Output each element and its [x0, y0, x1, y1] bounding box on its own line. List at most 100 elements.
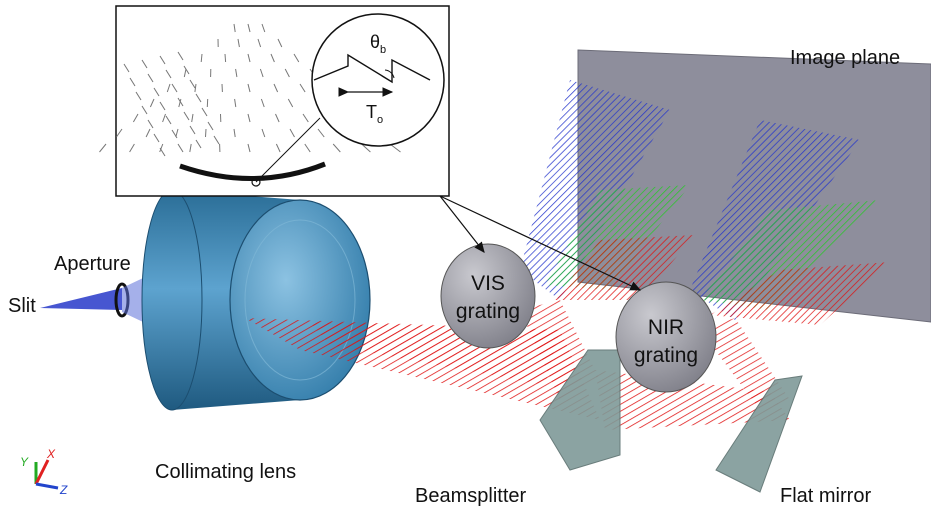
- inset-ray-dash: [171, 83, 178, 93]
- inset-ray-dash: [159, 101, 166, 111]
- inset-ray-dash: [234, 98, 237, 108]
- inset-ray-dash: [183, 68, 187, 78]
- inset-ray-dash: [147, 119, 154, 129]
- inset-ray-dash: [247, 113, 251, 123]
- nir-grating: NIR grating: [615, 281, 717, 393]
- inset-ray-dash: [277, 38, 283, 48]
- inset-ray-dash: [166, 83, 171, 93]
- flat-mirror-label: Flat mirror: [780, 485, 872, 507]
- inset-ray-dash: [213, 135, 220, 145]
- blaze-angle-label: θb: [370, 32, 386, 56]
- inset-ray-dash: [275, 113, 280, 123]
- beamsplitter: [539, 349, 621, 471]
- inset-ray-dash: [183, 65, 190, 75]
- inset-ray-dash: [132, 113, 139, 123]
- aperture-label: Aperture: [54, 253, 131, 275]
- inset-ray-dash: [141, 59, 148, 69]
- inset-ray-dash: [200, 53, 203, 63]
- inset-ray-dash: [247, 23, 251, 33]
- inset-ray-dash: [153, 87, 160, 97]
- inset-ray-dash: [175, 128, 179, 138]
- inset-ray-fan: [99, 23, 401, 157]
- inset-ray-dash: [195, 93, 202, 103]
- inset-ray-dash: [270, 53, 275, 63]
- inset-ray-dash: [233, 23, 236, 33]
- inset-ray-dash: [194, 83, 197, 93]
- inset-ray-dash: [149, 98, 155, 108]
- inset-ray-dash: [177, 51, 184, 61]
- inset-arrow-vis: [439, 195, 485, 253]
- inset-ray-dash: [178, 98, 182, 108]
- beamsplitter-label: Beamsplitter: [415, 485, 527, 507]
- inset-ray-dash: [224, 53, 227, 63]
- inset-ray-dash: [145, 128, 151, 138]
- inset-ray-dash: [207, 121, 214, 131]
- vis-diffracted-fan: [520, 80, 695, 300]
- slit-label: Slit: [8, 295, 36, 317]
- grating-inset: θb To: [99, 5, 450, 197]
- inset-ray-dash: [259, 68, 264, 78]
- inset-ray-dash: [287, 98, 294, 108]
- inset-ray-dash: [147, 73, 154, 83]
- inset-ray-dash: [177, 143, 184, 153]
- nir-beam-up: [700, 318, 790, 410]
- inset-ray-dash: [235, 68, 238, 78]
- inset-ray-dash: [129, 143, 135, 153]
- inset-ray-dash: [389, 143, 401, 153]
- inset-magnify-point: [251, 177, 261, 187]
- axis-y-label: Y: [20, 455, 29, 469]
- inset-ray-dash: [299, 83, 306, 93]
- slit-beam: [40, 288, 122, 310]
- inset-ray-dash: [171, 129, 178, 139]
- inset-magnifier: [311, 13, 445, 147]
- axis-z-label: Z: [59, 483, 68, 497]
- inset-ray-dash: [361, 143, 371, 153]
- inset-ray-dash: [159, 147, 166, 157]
- collimating-lens: [141, 189, 371, 411]
- inset-ray-dash: [332, 143, 341, 153]
- flat-mirror: [715, 375, 803, 493]
- inset-ray-dash: [189, 125, 196, 135]
- inset-ray-dash: [189, 143, 192, 153]
- inset-ray-dash: [237, 38, 240, 48]
- inset-ray-dash: [247, 83, 251, 93]
- inset-ray-dash: [141, 105, 148, 115]
- inset-ray-dash: [159, 55, 166, 65]
- inset-ray-dash: [289, 128, 295, 138]
- nir-grating-label-line2: grating: [634, 344, 698, 367]
- inset-ray-dash: [317, 128, 325, 138]
- inset-ray-dash: [165, 69, 172, 79]
- inset-ray-dash: [247, 53, 251, 63]
- blazed-grating-profile: [313, 53, 431, 84]
- inset-ray-dash: [233, 128, 236, 138]
- inset-ray-dash: [153, 133, 160, 143]
- inset-ray-dash: [273, 83, 279, 93]
- inset-ray-dash: [302, 113, 309, 123]
- inset-ray-dash: [165, 115, 172, 125]
- axis-triad: X Y Z: [20, 447, 68, 497]
- axis-x-label: X: [46, 447, 56, 461]
- inset-ray-dash: [260, 98, 265, 108]
- inset-ray-dash: [284, 68, 290, 78]
- nir-grating-label-line1: NIR: [648, 316, 684, 339]
- inset-ray-dash: [189, 79, 196, 89]
- inset-ray-dash: [115, 128, 123, 138]
- inset-ray-dash: [261, 128, 266, 138]
- vis-grating-label-line1: VIS: [471, 272, 505, 295]
- inset-ray-dash: [135, 91, 142, 101]
- inset-ray-dash: [177, 97, 184, 107]
- inset-arrow-nir: [439, 195, 642, 291]
- inset-ray-dash: [195, 139, 202, 149]
- inset-ray-dash: [247, 143, 251, 153]
- inset-ray-dash: [275, 143, 281, 153]
- inset-ray-dash: [205, 128, 207, 138]
- inset-ray-dash: [159, 143, 164, 153]
- inset-ray-dash: [99, 143, 107, 153]
- vis-grating-label-line2: grating: [456, 300, 520, 323]
- inset-ray-dash: [191, 113, 194, 123]
- nir-diffracted-fan: [690, 120, 890, 325]
- collimating-lens-label: Collimating lens: [155, 461, 297, 483]
- inset-ray-dash: [261, 23, 266, 33]
- image-plane-label: Image plane: [790, 47, 901, 69]
